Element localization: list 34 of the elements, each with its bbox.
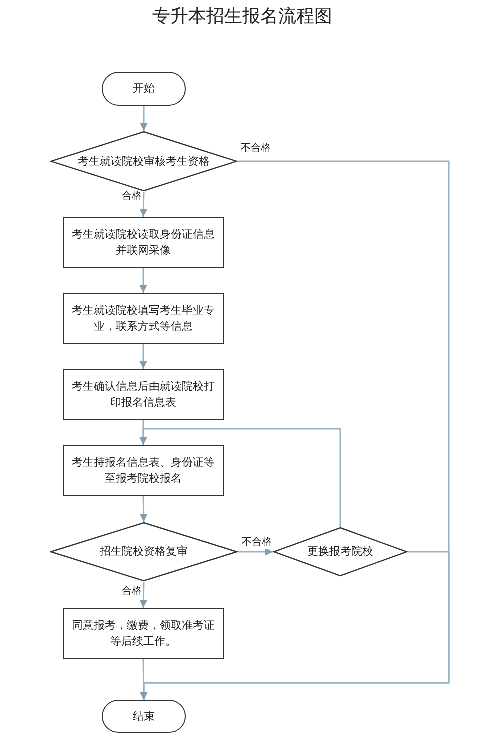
step-text: 考生就读院校读取身份证信息并联网采像 [71, 226, 216, 258]
arrow [140, 582, 148, 608]
arrow [140, 192, 148, 218]
terminal-pill [102, 700, 186, 733]
arrow [140, 496, 148, 522]
decision-diamond [50, 522, 238, 582]
diagram-title: 专升本招生报名流程图 [152, 5, 334, 28]
process-box [63, 293, 224, 344]
arrow [140, 428, 342, 527]
decision-text: 考生就读院校审核考生资格 [78, 154, 210, 170]
decision-diamond [273, 527, 408, 577]
step-text: 开始 [133, 81, 155, 97]
step-text: 考生确认信息后由就读院校打印报名信息表 [71, 378, 216, 410]
arrow [140, 344, 148, 369]
edge-label: 合格 [121, 191, 143, 203]
arrow [140, 658, 148, 700]
step-text: 结束 [133, 708, 155, 724]
process-box [63, 369, 224, 420]
process-box [63, 445, 224, 496]
step-text: 同意报考，缴费，领取准考证等后续工作。 [71, 618, 216, 650]
decision-text: 招生院校资格复审 [100, 544, 188, 560]
edge-label: 不合格 [241, 537, 273, 549]
edge-label: 合格 [121, 586, 143, 598]
arrow [238, 548, 273, 556]
edge-label: 不合格 [240, 143, 272, 155]
process-box [63, 608, 224, 659]
decision-text: 更换报考院校 [308, 544, 374, 560]
arrow [140, 268, 148, 293]
step-text: 考生就读院校填写考生毕业专业，联系方式等信息 [71, 302, 216, 334]
process-box [63, 217, 224, 268]
arrow [140, 106, 148, 131]
decision-diamond [50, 131, 238, 192]
terminal-pill [102, 72, 186, 106]
step-text: 考生持报名信息表、身份证等至报考院校报名 [71, 454, 216, 486]
